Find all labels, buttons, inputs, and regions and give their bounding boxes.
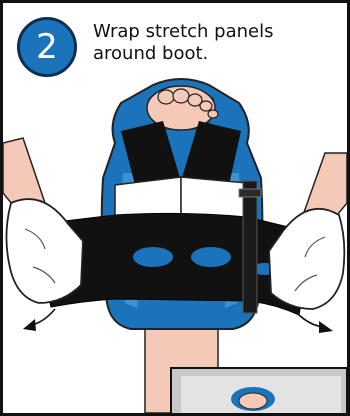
panel-hole-left <box>133 247 173 267</box>
inset-preview-image <box>171 368 347 413</box>
panel-hole-right <box>191 247 231 267</box>
boot-illustration <box>3 3 347 413</box>
